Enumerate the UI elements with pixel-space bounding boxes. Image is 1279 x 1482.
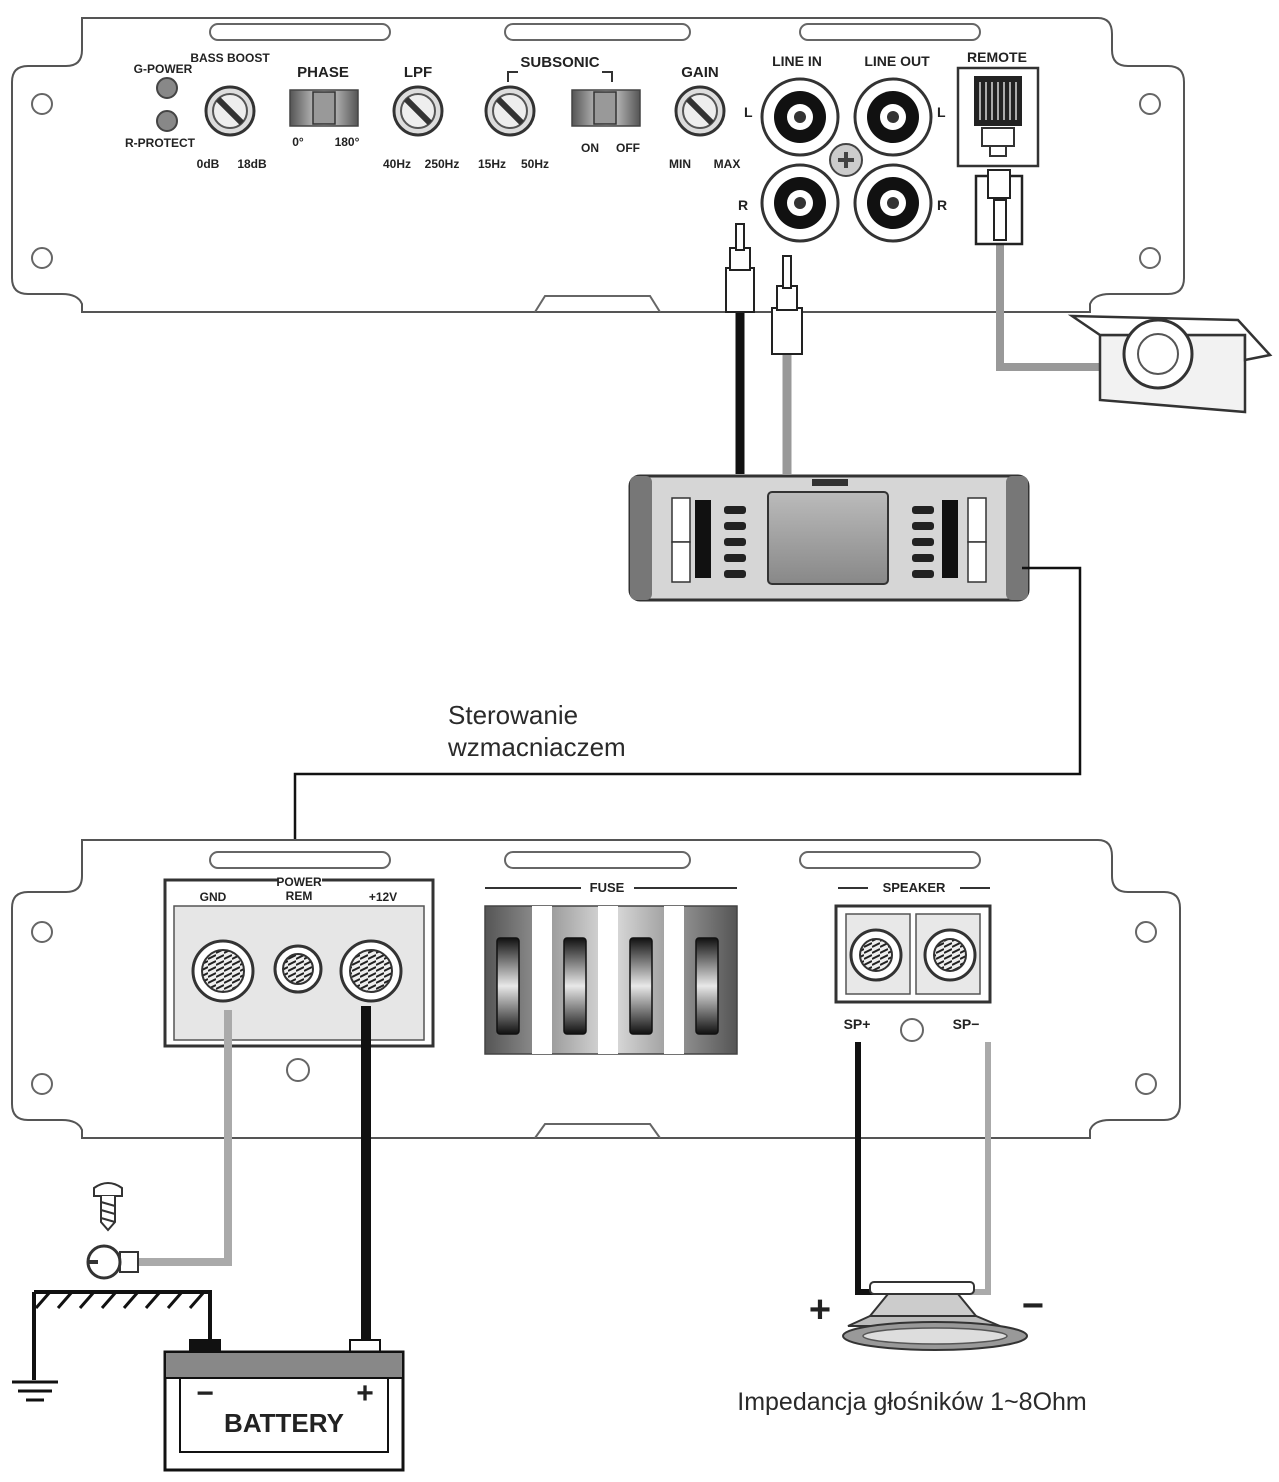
- gain-knob[interactable]: [674, 85, 726, 137]
- sp-plus-terminal[interactable]: [849, 928, 903, 982]
- rca-cable-grey: [771, 255, 803, 474]
- phase-0-label: 0°: [292, 135, 304, 149]
- mount-hole: [1139, 247, 1161, 269]
- subsonic-switch[interactable]: [571, 89, 641, 127]
- mount-hole: [31, 93, 53, 115]
- mount-hole: [1139, 93, 1161, 115]
- top-amplifier-panel: G-POWER R-PROTECT BASS BOOST 0dB 18dB PH…: [11, 17, 1185, 313]
- sub-off-label: OFF: [616, 141, 640, 155]
- speaker-plus-label: +: [809, 1289, 831, 1331]
- ring-terminal-icon: [86, 1244, 139, 1280]
- fuse-label: FUSE: [590, 880, 625, 895]
- battery: − + BATTERY: [163, 1339, 405, 1472]
- subsonic-label: SUBSONIC: [520, 54, 599, 71]
- line-out-r-jack[interactable]: [853, 163, 933, 243]
- phase-switch[interactable]: [289, 89, 359, 127]
- line-in-l-label: L: [744, 104, 753, 120]
- lpf-label: LPF: [404, 64, 432, 81]
- speaker-negative-wire: [968, 1042, 991, 1295]
- rem-terminal[interactable]: [273, 944, 323, 994]
- center-screw-icon: [829, 143, 863, 177]
- phase-180-label: 180°: [335, 135, 360, 149]
- mount-hole: [900, 1018, 924, 1042]
- mount-hole: [1135, 1073, 1157, 1095]
- fuse-3[interactable]: [629, 937, 653, 1035]
- bass-0db-label: 0dB: [197, 157, 220, 171]
- gain-min-label: MIN: [669, 157, 691, 171]
- speaker-icon: [842, 1281, 1028, 1351]
- remote-bass-knob[interactable]: [1067, 314, 1273, 414]
- gain-label: GAIN: [681, 64, 719, 81]
- remote-cable: [974, 169, 1104, 371]
- fuse-1[interactable]: [496, 937, 520, 1035]
- line-out-label: LINE OUT: [864, 53, 930, 69]
- rca-cable-black: [725, 223, 755, 474]
- control-caption-line1: Sterowanie: [448, 700, 578, 730]
- line-out-l-jack[interactable]: [853, 77, 933, 157]
- r-protect-label: R-PROTECT: [125, 136, 196, 150]
- mount-hole: [286, 1058, 310, 1082]
- gnd-terminal[interactable]: [191, 939, 255, 1003]
- mount-hole: [31, 247, 53, 269]
- sub-15hz-label: 15Hz: [478, 157, 506, 171]
- fuse-2[interactable]: [563, 937, 587, 1035]
- fuse-4[interactable]: [695, 937, 719, 1035]
- bass-boost-label: BASS BOOST: [190, 51, 270, 65]
- power-terminal-block: POWER GND REM +12V: [163, 874, 435, 1048]
- r-protect-led: [156, 110, 178, 132]
- line-out-l-label: L: [937, 104, 946, 120]
- lpf-40hz-label: 40Hz: [383, 157, 411, 171]
- gain-max-label: MAX: [714, 157, 741, 171]
- speaker-minus-label: −: [1022, 1285, 1044, 1327]
- head-unit-display: [767, 491, 889, 585]
- mount-hole: [1135, 921, 1157, 943]
- sp-minus-label: SP−: [953, 1016, 980, 1032]
- line-in-r-label: R: [738, 197, 748, 213]
- mount-hole: [31, 1073, 53, 1095]
- g-power-label: G-POWER: [134, 62, 193, 76]
- bass-18db-label: 18dB: [237, 157, 267, 171]
- impedance-caption: Impedancja głośników 1~8Ohm: [737, 1388, 1087, 1416]
- line-in-label: LINE IN: [772, 53, 822, 69]
- bass-boost-knob[interactable]: [204, 85, 256, 137]
- fuse-block: FUSE: [484, 880, 738, 1055]
- g-power-led: [156, 77, 178, 99]
- sp-minus-terminal[interactable]: [923, 928, 977, 982]
- gnd-label: GND: [200, 890, 227, 904]
- subsonic-knob[interactable]: [484, 85, 536, 137]
- lpf-knob[interactable]: [392, 85, 444, 137]
- line-in-l-jack[interactable]: [760, 77, 840, 157]
- remote-port[interactable]: [956, 66, 1040, 168]
- speaker-label: SPEAKER: [883, 880, 946, 895]
- chassis-ground-icon: [12, 1290, 212, 1402]
- mount-hole: [31, 921, 53, 943]
- v12-label: +12V: [369, 890, 397, 904]
- battery-label: BATTERY: [224, 1408, 344, 1438]
- lpf-250hz-label: 250Hz: [425, 157, 460, 171]
- ground-wire: [134, 1010, 232, 1266]
- phase-label: PHASE: [297, 64, 349, 81]
- remote-label: REMOTE: [967, 49, 1027, 65]
- rem-label: REM: [286, 889, 313, 903]
- v12-terminal[interactable]: [339, 939, 403, 1003]
- line-out-r-label: R: [937, 197, 947, 213]
- line-in-r-jack[interactable]: [760, 163, 840, 243]
- battery-plus-label: +: [356, 1377, 374, 1410]
- bottom-amplifier-panel: POWER GND REM +12V FUSE: [11, 839, 1181, 1139]
- battery-minus-label: −: [196, 1377, 214, 1410]
- head-unit: [628, 474, 1030, 602]
- amp-control-wire: [293, 566, 1082, 960]
- control-caption-line2: wzmacniaczem: [447, 732, 626, 762]
- screw-icon: [93, 1182, 123, 1232]
- sub-50hz-label: 50Hz: [521, 157, 549, 171]
- sp-plus-label: SP+: [844, 1016, 871, 1032]
- sub-on-label: ON: [581, 141, 599, 155]
- power-label: POWER: [276, 875, 322, 889]
- speaker-terminal-block: SPEAKER SP+ SP−: [834, 880, 992, 1032]
